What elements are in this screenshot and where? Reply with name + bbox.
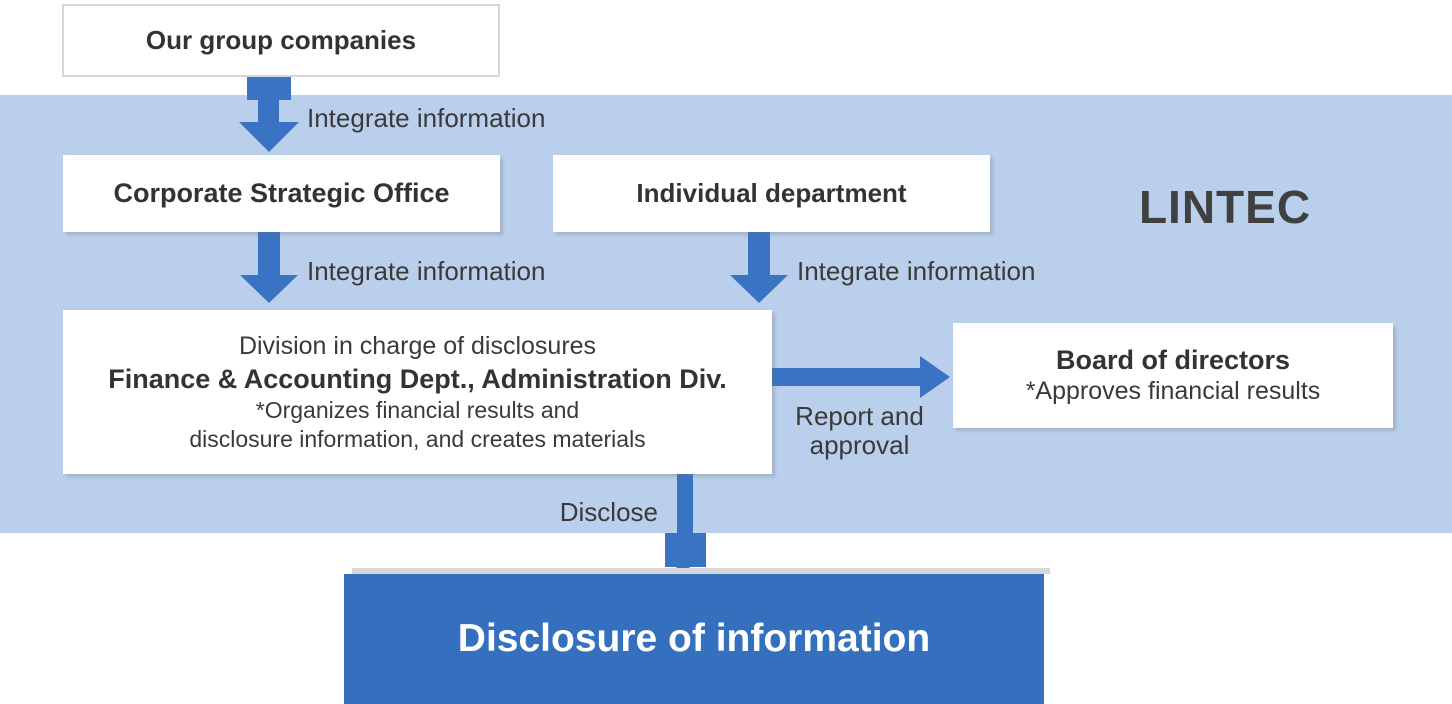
group-companies-label: Our group companies xyxy=(145,25,417,55)
corporate-strategic-office-label: Corporate Strategic Office xyxy=(113,178,450,208)
report-and-approval-line2: approval xyxy=(809,430,910,460)
report-and-approval-label: Report and approval xyxy=(772,402,947,460)
integrate-information-label-right: Integrate information xyxy=(797,256,1036,286)
division-note-line2: disclosure information, and creates mate… xyxy=(189,426,646,452)
division-in-charge-box: Division in charge of disclosures Financ… xyxy=(63,310,772,474)
group-companies-box: Our group companies xyxy=(62,4,500,77)
division-note-line1: *Organizes financial results and xyxy=(255,397,580,423)
lintec-logo-text: LINTEC xyxy=(1138,181,1312,233)
integrate-information-label-top: Integrate information xyxy=(307,103,546,133)
division-department-name: Finance & Accounting Dept., Administrati… xyxy=(108,364,727,394)
board-of-directors-label: Board of directors xyxy=(1055,345,1291,375)
board-of-directors-box: Board of directors *Approves financial r… xyxy=(953,323,1393,428)
arrow-division-to-board-icon xyxy=(770,356,950,398)
corporate-strategic-office-box: Corporate Strategic Office xyxy=(63,155,500,232)
disclosure-of-information-label: Disclosure of information xyxy=(457,617,931,660)
division-title: Division in charge of disclosures xyxy=(238,332,597,360)
arrow-department-to-division-icon xyxy=(730,231,788,303)
individual-department-label: Individual department xyxy=(636,178,907,208)
board-of-directors-note: *Approves financial results xyxy=(1025,377,1321,405)
arrow-division-to-disclosure-icon xyxy=(665,472,706,574)
individual-department-box: Individual department xyxy=(553,155,990,232)
disclosure-of-information-box: Disclosure of information xyxy=(344,574,1044,704)
disclosure-box-top-shadow xyxy=(352,568,1050,574)
arrow-group-to-cso-icon xyxy=(239,76,299,152)
arrow-cso-to-division-icon xyxy=(240,231,298,303)
integrate-information-label-left: Integrate information xyxy=(307,256,546,286)
disclose-label: Disclose xyxy=(559,497,658,527)
report-and-approval-line1: Report and xyxy=(795,401,924,431)
